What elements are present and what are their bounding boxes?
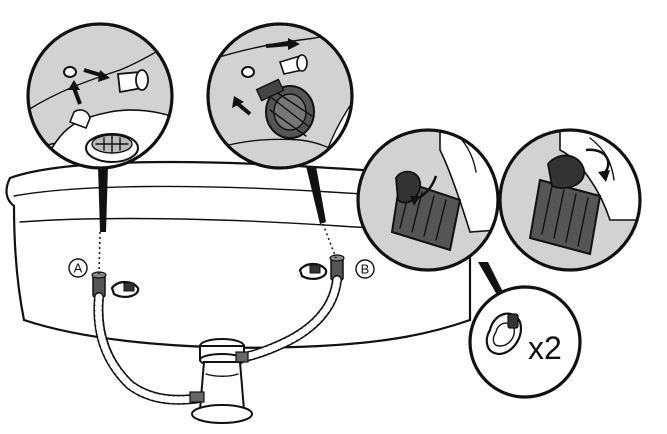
hose-b [235, 275, 342, 363]
hose-clamp-icon [485, 312, 522, 356]
svg-text:B: B [361, 262, 370, 277]
svg-text:A: A [74, 261, 83, 276]
port-a-label: A [68, 258, 88, 278]
filter-pump [189, 338, 253, 424]
callout-pointer-1 [98, 166, 108, 276]
clamp-quantity-label: x2 [528, 330, 562, 366]
callout-pointer-2 [306, 166, 337, 259]
callout-tighten-clamp [498, 128, 642, 272]
hose-a [93, 292, 205, 405]
hose-clamp-b [298, 262, 328, 280]
callout-attach-clamp [356, 128, 500, 272]
port-b-label: B [355, 259, 375, 279]
callout-pointer-3 [478, 262, 506, 300]
callout-remove-plug-a [26, 22, 174, 170]
callout-clamp-quantity: x2 [468, 285, 582, 399]
callout-remove-plug-b [206, 22, 354, 170]
hose-clamp-a [110, 280, 140, 298]
